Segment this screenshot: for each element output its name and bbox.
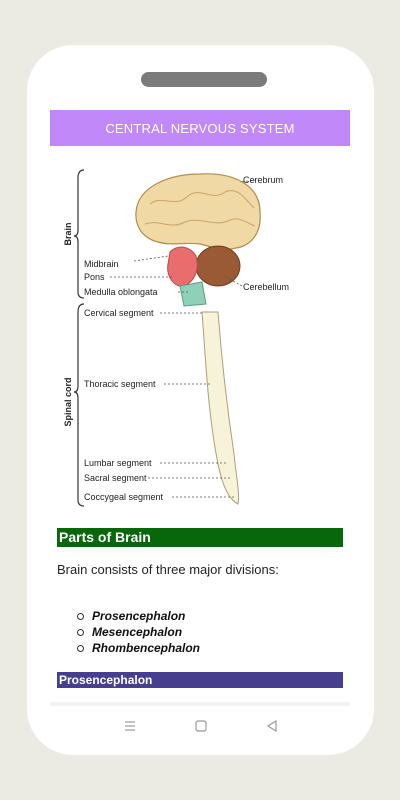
brain-divisions-list: Prosencephalon Mesencephalon Rhombenceph… [77, 608, 200, 656]
list-item: Mesencephalon [77, 624, 200, 640]
label-cervical-segment: Cervical segment [84, 308, 154, 318]
app-header: CENTRAL NERVOUS SYSTEM [50, 110, 350, 146]
label-coccygeal-segment: Coccygeal segment [84, 492, 164, 502]
medulla-shape [179, 281, 207, 307]
content-bottom-edge [50, 702, 350, 706]
label-sacral-segment: Sacral segment [84, 473, 147, 483]
leader-lines [110, 179, 257, 498]
label-midbrain: Midbrain [84, 259, 119, 269]
app-screen: CENTRAL NERVOUS SYSTEM Brain Spinal cord [50, 110, 350, 706]
page-title: CENTRAL NERVOUS SYSTEM [105, 120, 295, 136]
cerebrum-shape [135, 173, 261, 250]
prosencephalon-heading: Prosencephalon [57, 672, 343, 688]
spinal-cord-shape [201, 311, 239, 505]
label-pons: Pons [84, 272, 105, 282]
division-name: Mesencephalon [92, 625, 183, 639]
cns-diagram: Brain Spinal cord Cerebrum Midbrain Pons… [63, 169, 289, 507]
list-item: Rhombencephalon [77, 640, 200, 656]
android-nav-bar [50, 706, 350, 746]
label-cerebrum: Cerebrum [243, 175, 283, 185]
parts-intro-text: Brain consists of three major divisions: [57, 562, 279, 577]
label-medulla-oblongata: Medulla oblongata [84, 287, 158, 297]
division-name: Rhombencephalon [92, 641, 201, 655]
spinal-cord-bracket [73, 303, 85, 507]
label-cerebellum: Cerebellum [243, 282, 289, 292]
label-lumbar-segment: Lumbar segment [84, 458, 152, 468]
cerebellum-shape [195, 245, 241, 287]
back-icon[interactable] [262, 718, 282, 734]
brain-group-label: Brain [63, 222, 73, 245]
phone-speaker [141, 72, 267, 87]
home-icon[interactable] [191, 718, 211, 734]
list-item: Prosencephalon [77, 608, 200, 624]
label-thoracic-segment: Thoracic segment [84, 379, 156, 389]
bullet-icon [77, 628, 84, 636]
division-name: Prosencephalon [92, 609, 186, 623]
spinal-cord-group-label: Spinal cord [63, 377, 73, 426]
bullet-icon [77, 612, 84, 620]
bullet-icon [77, 644, 84, 652]
brain-bracket [73, 169, 85, 299]
parts-of-brain-heading: Parts of Brain [57, 528, 343, 547]
pons-shape [167, 246, 198, 287]
cerebrum-folds [144, 190, 256, 227]
recent-apps-icon[interactable] [120, 718, 140, 734]
